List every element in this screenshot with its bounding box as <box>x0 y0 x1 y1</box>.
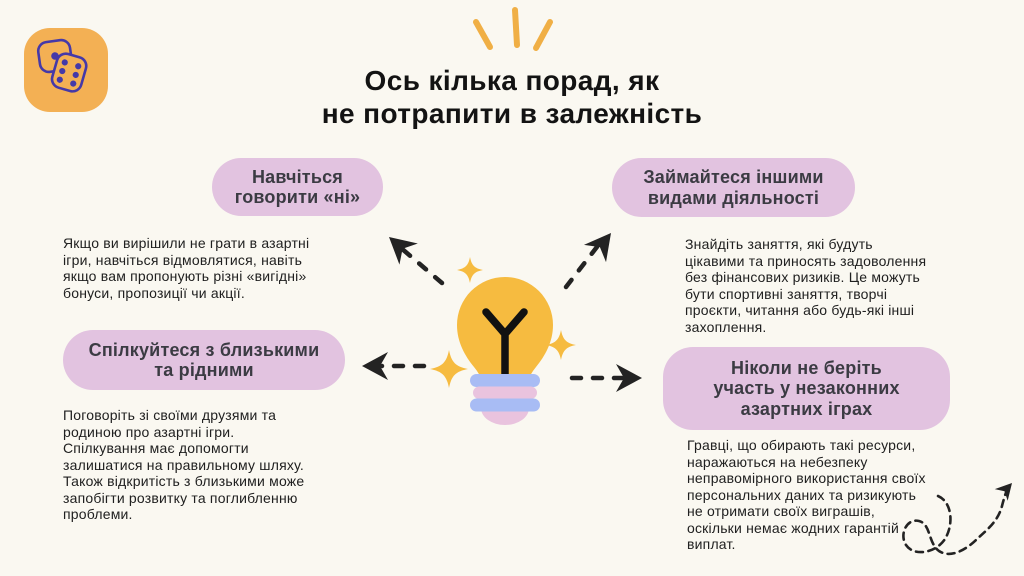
page-title: Ось кілька порад, як не потрапити в зале… <box>321 65 703 129</box>
tip-heading: Спілкуйтеся з близькими та рідними <box>88 339 320 381</box>
tip-pill-no-illegal-gambling: Ніколи не беріть участь у незаконних аза… <box>663 347 950 430</box>
tip-heading: Навчіться говорити «ні» <box>234 166 361 208</box>
tip-body-no-illegal-gambling: Гравці, що обирають такі ресурси, наража… <box>687 437 926 552</box>
sparkle-icon <box>430 257 576 388</box>
tip-pill-other-activities: Займайтеся іншими видами діяльності <box>612 158 855 217</box>
lightbulb-icon <box>430 257 576 425</box>
tip-pill-talk-to-close-ones: Спілкуйтеся з близькими та рідними <box>63 330 345 390</box>
tip-body-talk-to-close-ones: Поговоріть зі своїми друзями та родиною … <box>63 407 305 522</box>
tip-pill-say-no: Навчіться говорити «ні» <box>212 158 383 216</box>
tip-heading: Займайтеся іншими видами діяльності <box>643 167 824 208</box>
tip-heading: Ніколи не беріть участь у незаконних аза… <box>713 357 900 419</box>
tip-body-say-no: Якщо ви вирішили не грати в азартні ігри… <box>63 235 310 301</box>
sunburst-rays-icon <box>473 7 553 51</box>
dice-logo-icon <box>24 28 108 112</box>
tip-body-other-activities: Знайдіть заняття, які будуть цікавими та… <box>685 236 927 335</box>
